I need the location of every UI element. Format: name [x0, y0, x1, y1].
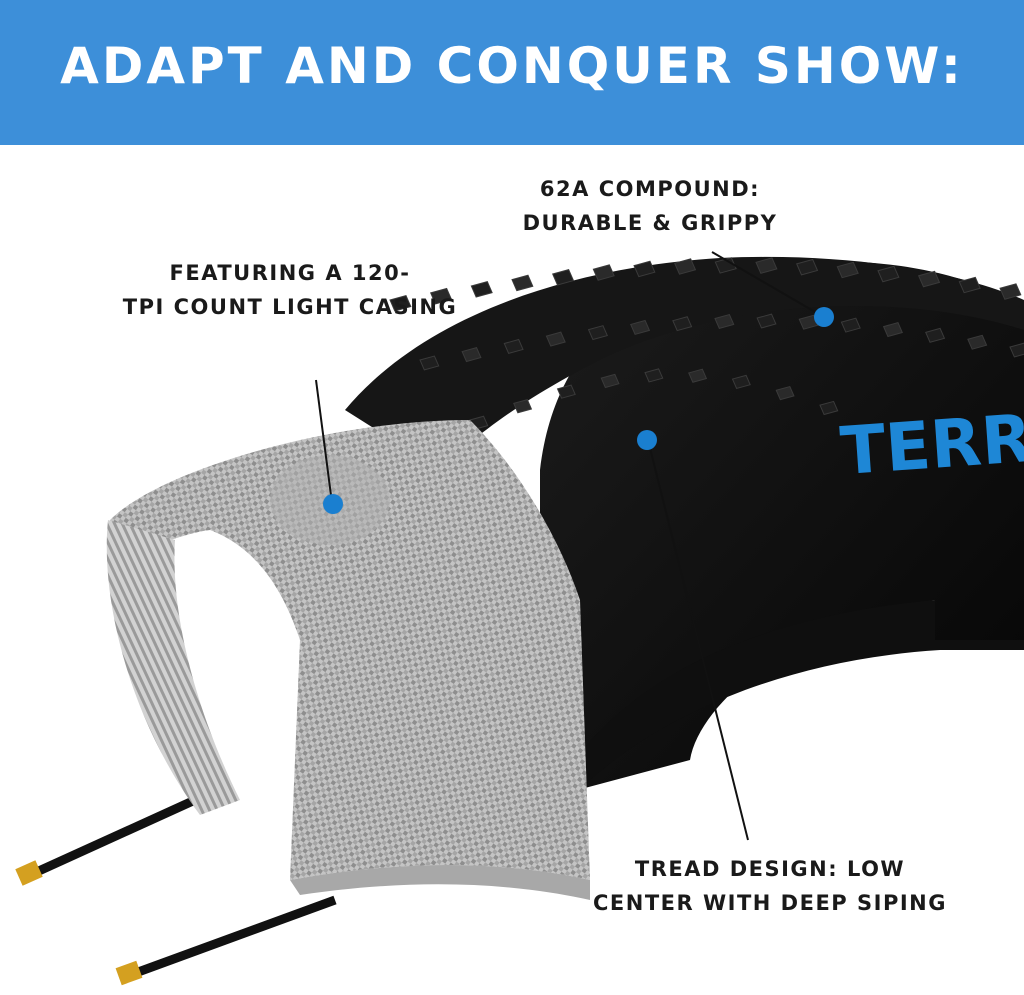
callout-casing-line1: FEATURING A 120- — [169, 261, 411, 285]
tread-knob — [819, 400, 839, 416]
marker-dot-compound — [814, 307, 834, 327]
tread-knob — [688, 368, 708, 383]
tread-knob — [836, 261, 859, 279]
callout-casing: FEATURING A 120- TPI COUNT LIGHT CASING — [110, 256, 470, 324]
tread-knob — [545, 331, 566, 347]
tread-knob — [917, 270, 941, 288]
callout-tread-line2: CENTER WITH DEEP SIPING — [593, 891, 947, 915]
tread-knob — [513, 399, 533, 414]
casing-layer — [106, 420, 590, 900]
tread-knob — [1009, 342, 1024, 358]
banner-title: ADAPT AND CONQUER SHOW: — [60, 36, 964, 95]
tread-knob — [775, 385, 795, 401]
marker-dot-casing — [323, 494, 343, 514]
tread-knob — [429, 287, 453, 305]
tread-knob — [587, 325, 608, 341]
tread-knob — [551, 268, 575, 286]
header-banner: ADAPT AND CONQUER SHOW: — [0, 0, 1024, 145]
tread-knob — [958, 276, 981, 294]
tread-knob — [755, 257, 778, 274]
tread-knob — [731, 374, 751, 390]
leader-lines — [315, 251, 823, 841]
callout-tread-line1: TREAD DESIGN: LOW — [634, 857, 906, 881]
callout-compound-line2: DURABLE & GRIPPY — [522, 211, 778, 235]
tread-knob — [556, 384, 576, 399]
tread-knob — [714, 313, 735, 330]
tread-knob — [633, 260, 656, 278]
leader-line-compound — [711, 251, 823, 317]
tread-knob — [798, 314, 819, 330]
tread-knob — [600, 373, 620, 389]
tread-knob — [511, 274, 534, 292]
tread-knob — [967, 334, 988, 350]
tread-knob — [999, 283, 1022, 300]
bead-wire-upper — [15, 795, 197, 886]
tread-knobs — [389, 257, 1024, 430]
tread-knob — [592, 264, 615, 281]
sidewall-brand-text: TERRE — [838, 397, 1024, 490]
tread-knob — [882, 322, 903, 338]
tread-knob — [925, 327, 946, 343]
tread-knob — [795, 258, 819, 276]
tread-knob — [877, 265, 900, 283]
tread-knob — [419, 355, 440, 371]
tire-rubber — [345, 256, 1024, 810]
callout-casing-line2: TPI COUNT LIGHT CASING — [122, 295, 458, 319]
tread-knob — [840, 317, 861, 333]
leader-line-casing — [315, 379, 333, 504]
tread-knob — [672, 316, 693, 332]
bead-wire-lower — [115, 895, 337, 986]
tread-knob — [461, 347, 482, 363]
callout-compound-line1: 62A COMPOUND: — [539, 177, 761, 201]
callout-compound: 62A COMPOUND: DURABLE & GRIPPY — [500, 172, 800, 240]
tread-knob — [389, 295, 412, 312]
callout-tread: TREAD DESIGN: LOW CENTER WITH DEEP SIPIN… — [580, 852, 960, 920]
marker-dot-tread — [637, 430, 657, 450]
tread-knob — [630, 319, 651, 335]
tread-knob — [470, 281, 493, 298]
tread-knob — [503, 338, 524, 354]
tread-knob — [756, 313, 777, 329]
leader-line-tread — [647, 439, 749, 841]
tread-knob — [644, 368, 664, 383]
tread-knob — [673, 258, 697, 275]
